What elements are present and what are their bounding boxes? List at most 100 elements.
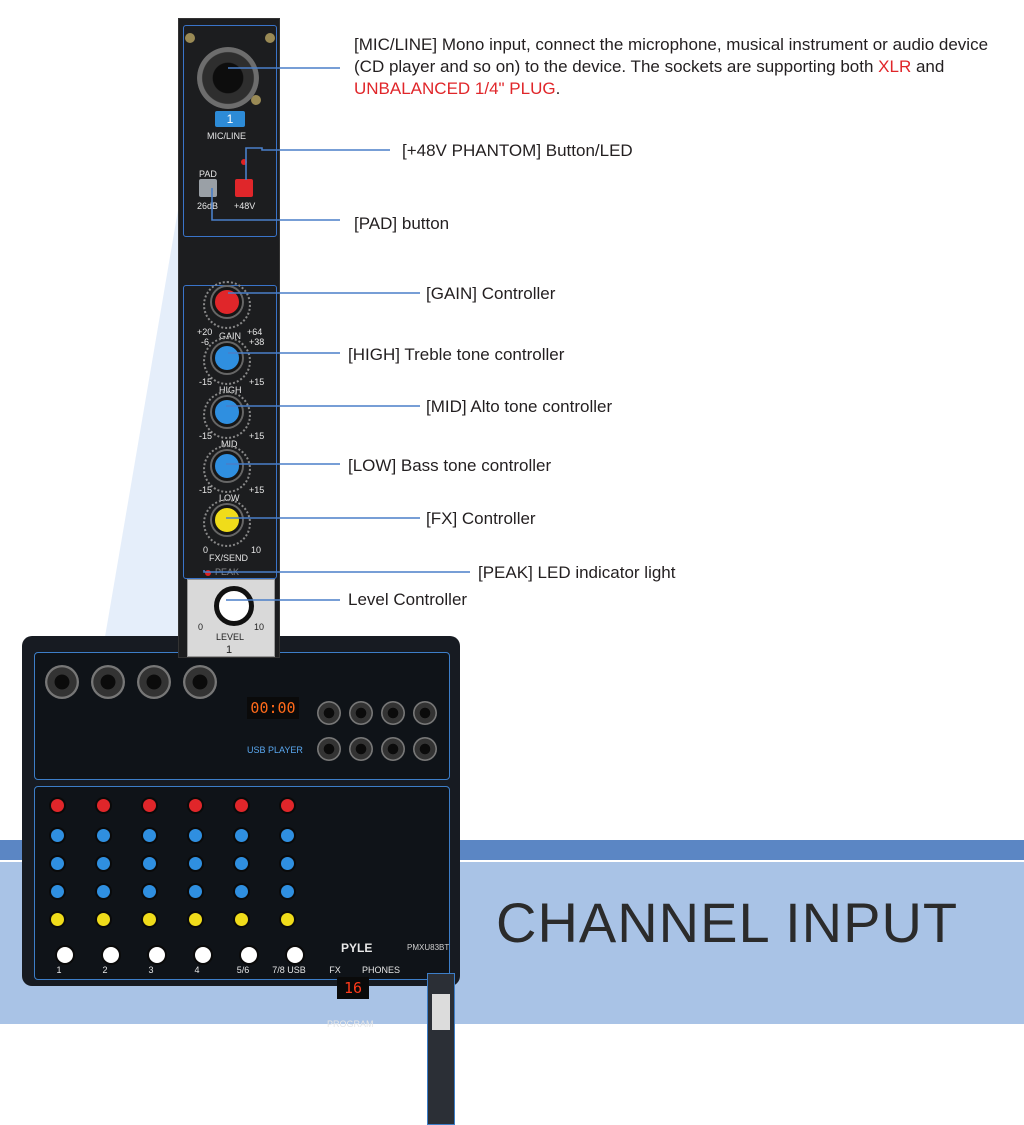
level-label: LEVEL — [216, 632, 245, 642]
mixer-channel-label: 2 — [102, 965, 108, 975]
jack-socket-icon — [349, 737, 373, 761]
mid-label: MID — [221, 439, 238, 449]
mixer-knob[interactable] — [141, 797, 158, 814]
xlr-socket-icon — [45, 665, 79, 699]
mixer-knob[interactable] — [187, 855, 204, 872]
mic-line-description: [MIC/LINE] Mono input, connect the micro… — [354, 34, 1018, 100]
mixer-knob[interactable] — [187, 797, 204, 814]
mixer-knob[interactable] — [141, 827, 158, 844]
pad-label: PAD — [199, 169, 217, 179]
mixer-level-knob[interactable] — [239, 945, 259, 965]
mid-scale — [203, 391, 251, 439]
jack-socket-icon — [381, 701, 405, 725]
mixer-knob[interactable] — [233, 911, 250, 928]
mixer-knob[interactable] — [95, 883, 112, 900]
low-knob[interactable] — [212, 451, 242, 481]
combo-xlr-jack-icon — [197, 47, 259, 109]
mixer-channel-label: PHONES — [361, 965, 400, 975]
mixer-knob[interactable] — [49, 883, 66, 900]
mixer-knob[interactable] — [187, 883, 204, 900]
mixer-knob[interactable] — [279, 827, 296, 844]
high-scale — [203, 337, 251, 385]
low-callout: [LOW] Bass tone controller — [348, 456, 552, 475]
mixer-input-panel: 00:00 USB PLAYER — [34, 652, 450, 780]
mixer-level-knob[interactable] — [147, 945, 167, 965]
high-knob[interactable] — [212, 343, 242, 373]
mixer-level-knob[interactable] — [193, 945, 213, 965]
gain-left-sub: -6 — [201, 337, 210, 347]
mixer-knob[interactable] — [49, 911, 66, 928]
mixer-knob[interactable] — [233, 797, 250, 814]
fx-label: FX/SEND — [209, 553, 249, 563]
mixer-knob[interactable] — [49, 855, 66, 872]
mixer-knob[interactable] — [49, 797, 66, 814]
mixer-knob[interactable] — [233, 855, 250, 872]
plug-text: UNBALANCED 1/4" PLUG — [354, 79, 556, 98]
low-label: LOW — [219, 493, 240, 503]
low-scale — [203, 445, 251, 493]
mid-min: -15 — [199, 431, 213, 441]
mixer-channel-label: 1 — [56, 965, 62, 975]
mixer-knob[interactable] — [279, 797, 296, 814]
gain-label: GAIN — [219, 331, 242, 341]
mid-knob[interactable] — [212, 397, 242, 427]
mixer-knob[interactable] — [279, 911, 296, 928]
phantom-button[interactable] — [235, 179, 253, 197]
fx-callout: [FX] Controller — [426, 509, 536, 528]
peak-led — [205, 570, 211, 576]
screw-icon — [185, 33, 195, 43]
fx-knob[interactable] — [212, 505, 242, 535]
high-callout: [HIGH] Treble tone controller — [348, 345, 565, 364]
gain-scale — [203, 281, 251, 329]
level-max: 10 — [254, 622, 265, 632]
jack-socket-icon — [317, 737, 341, 761]
input-section-frame — [183, 25, 277, 237]
phantom-label: +48V — [234, 201, 256, 211]
fader-cap — [432, 994, 450, 1030]
channel-number-badge: 1 — [215, 111, 245, 127]
mixer-knob[interactable] — [95, 911, 112, 928]
mixer-knob[interactable] — [279, 883, 296, 900]
level-min: 0 — [198, 622, 204, 632]
page-title: CHANNEL INPUT — [496, 891, 959, 954]
jack-socket-icon — [413, 701, 437, 725]
xlr-socket-icon — [137, 665, 171, 699]
fx-min: 0 — [203, 545, 209, 555]
gain-knob[interactable] — [212, 287, 242, 317]
mid-max: +15 — [249, 431, 265, 441]
mixer-knob[interactable] — [233, 827, 250, 844]
screw-icon — [251, 95, 261, 105]
mixer-knob[interactable] — [233, 883, 250, 900]
mixer-channel-label: 7/8 USB — [272, 965, 306, 975]
mixer-knob[interactable] — [141, 911, 158, 928]
mic-line-label: MIC/LINE — [207, 131, 247, 141]
fx-scale — [203, 499, 251, 547]
mixer-level-knob[interactable] — [285, 945, 305, 965]
mixer-knob[interactable] — [187, 827, 204, 844]
channel-strip: 1 MIC/LINE PAD 26dB +48V +20 GAIN +64 -6… — [178, 18, 280, 658]
mixer-channel-label: 3 — [148, 965, 154, 975]
program-label: PROGRAM — [327, 1019, 374, 1029]
mixer-knob[interactable] — [95, 827, 112, 844]
level-knob[interactable] — [214, 586, 254, 626]
mixer-knob[interactable] — [141, 855, 158, 872]
mid-callout: [MID] Alto tone controller — [426, 397, 613, 416]
brand-logo: PYLE — [341, 941, 373, 955]
mixer-knob[interactable] — [49, 827, 66, 844]
level-callout: Level Controller — [348, 590, 468, 609]
period-text: . — [555, 79, 561, 98]
mixer-knob[interactable] — [141, 883, 158, 900]
pad-button[interactable] — [199, 179, 217, 197]
mic-line-text: [MIC/LINE] Mono input, connect the micro… — [354, 35, 989, 76]
mixer-knob[interactable] — [279, 855, 296, 872]
mixer-level-knob[interactable] — [101, 945, 121, 965]
gain-right-value: +64 — [247, 327, 263, 337]
mixer-knob[interactable] — [95, 797, 112, 814]
mixer-level-knob[interactable] — [55, 945, 75, 965]
mixer-console: 00:00 USB PLAYER PYLE PMXU83BT 16 PROGRA… — [22, 636, 460, 1125]
mixer-channel-label: FX — [329, 965, 341, 975]
mixer-knob[interactable] — [187, 911, 204, 928]
phantom-callout: [+48V PHANTOM] Button/LED — [402, 141, 633, 160]
mixer-knob[interactable] — [95, 855, 112, 872]
